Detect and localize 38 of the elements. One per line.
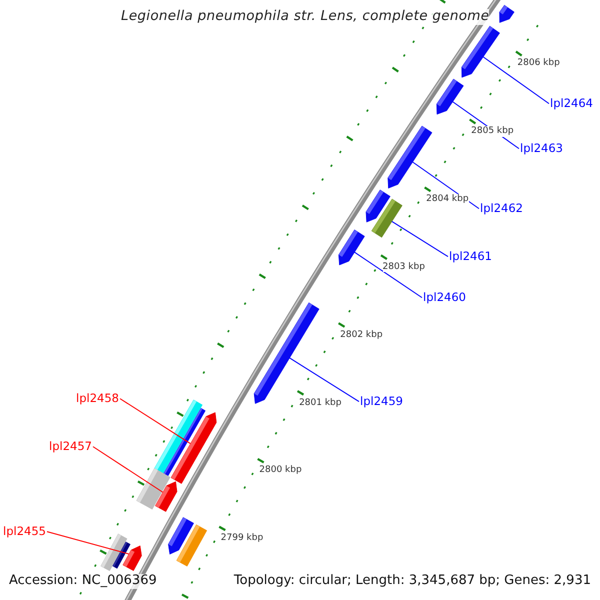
scale-label: 2800 kbp (259, 465, 302, 476)
gene-feature (122, 546, 142, 571)
scale-label: 2802 kbp (340, 330, 383, 340)
gene-label: lpl2461 (449, 250, 492, 264)
gene-feature (176, 524, 208, 566)
leader-line (120, 398, 191, 444)
genome-info-text: Topology: circular; Length: 3,345,687 bp; Genes: 2,931 (232, 574, 593, 589)
gene-label: lpl2463 (520, 142, 563, 156)
gene-feature (388, 126, 432, 188)
gene-label: lpl2460 (423, 291, 466, 304)
gene-label: lpl2455 (3, 525, 46, 538)
gene-feature (499, 4, 514, 23)
gene-label: lpl2464 (550, 97, 593, 110)
leader-line (354, 252, 422, 298)
scale-label: 2799 kbp (220, 533, 264, 544)
gene-feature (155, 481, 178, 512)
gene-label: lpl2458 (76, 392, 119, 406)
scale-label: 2805 kbp (471, 126, 514, 137)
gene-label: lpl2462 (480, 202, 523, 216)
leader-line (288, 357, 360, 402)
gene-feature (170, 412, 217, 484)
scale-label: 2801 kbp (299, 398, 342, 408)
gene-feature (436, 78, 464, 115)
leader-line (46, 531, 130, 554)
gene-label: lpl2457 (49, 440, 92, 454)
gene-feature (338, 230, 365, 266)
gene-label: lpl2459 (360, 395, 403, 408)
scale-label: 2804 kbp (426, 194, 469, 204)
leader-line (482, 56, 550, 104)
leader-line (391, 220, 448, 258)
accession-text: Accession: NC_006369 (7, 574, 159, 589)
gene-feature (254, 302, 320, 404)
gene-feature (461, 26, 500, 78)
title: Legionella pneumophila str. Lens, complete genome (121, 9, 490, 25)
leader-line (92, 446, 164, 493)
gene-feature (371, 198, 402, 238)
scale-label: 2803 kbp (382, 262, 425, 272)
scale-label: 2806 kbp (517, 58, 560, 69)
